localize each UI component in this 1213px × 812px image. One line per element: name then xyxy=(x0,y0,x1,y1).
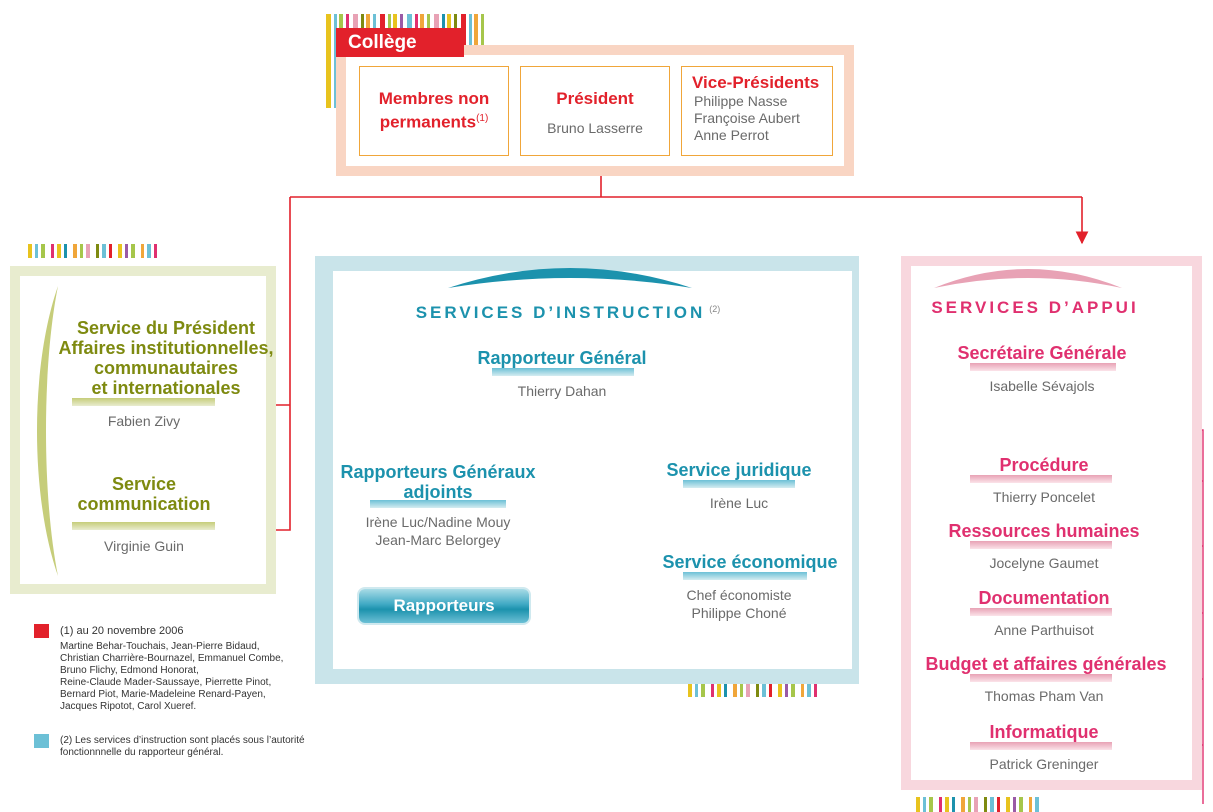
adjoints-title: Rapporteurs Généraux adjoints xyxy=(340,462,536,502)
instruction-heading-text: SERVICES D’INSTRUCTION xyxy=(415,303,706,322)
secretaire-underline xyxy=(970,363,1116,371)
service-president-line4: et internationales xyxy=(91,378,241,398)
vice-name-3: Anne Perrot xyxy=(694,127,769,143)
footnote-1-line: Bruno Flichy, Edmond Honorat, xyxy=(60,665,199,676)
appui-item-title-documentation: Documentation xyxy=(978,588,1110,608)
appui-item-name-informatique: Patrick Greninger xyxy=(989,756,1099,772)
service-president-line1: Service du Président xyxy=(76,318,256,338)
footnote-2: (2) Les services d’instruction sont plac… xyxy=(60,735,350,759)
footnote-1-swatch xyxy=(34,624,49,638)
appui-inner xyxy=(911,266,1192,780)
service-president-name: Fabien Zivy xyxy=(107,413,181,429)
instruction-arc xyxy=(448,268,692,288)
adjoints-underline xyxy=(370,500,506,508)
instruction-heading: SERVICES D’INSTRUCTION(2) xyxy=(333,303,803,323)
members-title-line1: Membres non xyxy=(378,89,490,108)
appui-item-title-procedure: Procédure xyxy=(999,455,1089,475)
president-box: Président Bruno Lasserre xyxy=(520,66,670,156)
secretaire-title: Secrétaire Générale xyxy=(957,343,1127,363)
members-note: (1) xyxy=(476,113,489,124)
communication-line1: Service xyxy=(111,474,177,494)
rapporteur-general-title: Rapporteur Général xyxy=(477,348,647,368)
appui-item-underline xyxy=(970,742,1112,750)
service-president: Service du Président Affaires institutio… xyxy=(56,318,276,398)
stripes-middle-bottom xyxy=(688,683,858,697)
footnote-1-line: Christian Charrière-Bournazel, Emmanuel … xyxy=(60,653,284,664)
service-president-underline xyxy=(72,398,215,406)
communication-underline xyxy=(72,522,215,530)
adjoints-name-1: Irène Luc/Nadine Mouy xyxy=(365,514,511,530)
adjoints-name-2: Jean-Marc Belorgey xyxy=(375,532,501,548)
footnote-1-line: Martine Behar-Touchais, Jean-Pierre Bida… xyxy=(60,641,260,652)
vice-box: Vice-Présidents Philippe Nasse Françoise… xyxy=(681,66,833,156)
adjoints-line1: Rapporteurs Généraux xyxy=(340,462,536,482)
rapporteur-general-underline xyxy=(492,368,634,376)
juridique-title: Service juridique xyxy=(666,460,812,480)
college-label: Collège xyxy=(336,28,464,57)
members-box: Membres non permanents(1) xyxy=(359,66,509,156)
appui-item-name-procedure: Thierry Poncelet xyxy=(993,489,1095,505)
service-president-line2: Affaires institutionnelles, xyxy=(58,338,274,358)
appui-item-title-rh: Ressources humaines xyxy=(948,521,1140,541)
appui-item-underline xyxy=(970,608,1112,616)
left-inner xyxy=(20,276,266,584)
vice-name-2: Françoise Aubert xyxy=(694,110,800,126)
stripes-right-bottom xyxy=(916,797,1086,812)
president-name: Bruno Lasserre xyxy=(547,120,643,136)
footnote-1-line: Reine-Claude Mader-Saussaye, Pierrette P… xyxy=(60,677,272,688)
appui-arc xyxy=(934,269,1122,288)
rapporteur-general-name: Thierry Dahan xyxy=(517,383,607,399)
appui-item-title-budget: Budget et affaires générales xyxy=(925,654,1167,674)
footnote-2-swatch xyxy=(34,734,49,748)
footnote-1: (1) au 20 novembre 2006 Martine Behar-To… xyxy=(60,625,330,713)
appui-item-title-informatique: Informatique xyxy=(989,722,1099,742)
college-inner xyxy=(346,55,844,166)
appui-item-name-rh: Jocelyne Gaumet xyxy=(989,555,1099,571)
footnote-2-line: (2) Les services d’instruction sont plac… xyxy=(60,735,305,746)
economique-name-2: Philippe Choné xyxy=(691,605,787,621)
service-president-line3: communautaires xyxy=(93,358,239,378)
juridique-underline xyxy=(683,480,795,488)
footnote-1-line: Jacques Ripotot, Carol Xueref. xyxy=(60,701,197,712)
members-title-line2: permanents xyxy=(379,112,477,132)
president-title: Président xyxy=(556,89,634,108)
stripes-left-top xyxy=(28,244,198,258)
vice-name-1: Philippe Nasse xyxy=(694,93,788,109)
instruction-note: (2) xyxy=(709,303,721,314)
appui-item-underline xyxy=(970,674,1112,682)
vice-title: Vice-Présidents xyxy=(692,73,820,92)
appui-item-underline xyxy=(970,541,1112,549)
rapporteurs-label: Rapporteurs xyxy=(393,596,495,615)
economique-title: Service économique xyxy=(662,552,838,572)
rapporteurs-button: Rapporteurs xyxy=(359,589,529,623)
economique-underline xyxy=(683,572,807,580)
economique-name-1: Chef économiste xyxy=(686,587,792,603)
service-communication: Service communication xyxy=(56,474,232,514)
appui-item-name-budget: Thomas Pham Van xyxy=(984,688,1104,704)
footnote-1-head: (1) au 20 novembre 2006 xyxy=(60,625,184,637)
communication-line2: communication xyxy=(77,494,211,514)
appui-item-underline xyxy=(970,475,1112,483)
left-bracket xyxy=(37,286,58,576)
footnote-2-line: fonctionnnelle du rapporteur général. xyxy=(60,747,224,758)
appui-heading: SERVICES D’APPUI xyxy=(931,298,1139,317)
appui-item-name-documentation: Anne Parthuisot xyxy=(994,622,1094,638)
footnote-1-line: Bernard Piot, Marie-Madeleine Renard-Pay… xyxy=(60,689,266,700)
juridique-name: Irène Luc xyxy=(709,495,769,511)
communication-name: Virginie Guin xyxy=(104,538,184,554)
secretaire-name: Isabelle Sévajols xyxy=(989,378,1095,394)
adjoints-line2: adjoints xyxy=(403,482,473,502)
